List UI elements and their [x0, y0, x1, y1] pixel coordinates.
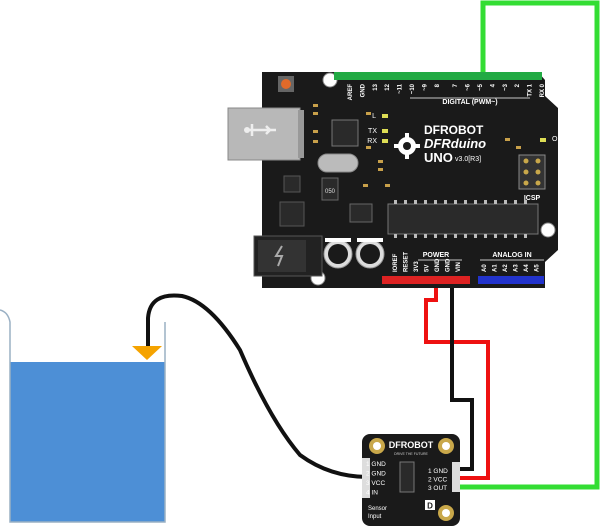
digital-pin-label: ~3 [503, 83, 509, 91]
beaker-outline [0, 309, 166, 523]
sensor-input-pin-label: 3 VCC [366, 480, 385, 487]
icsp-header: ICSP [518, 154, 546, 202]
analog-pin-label: A2 [503, 264, 509, 272]
sensor-corner-mark: D [427, 502, 433, 511]
main-mcu [387, 200, 539, 238]
board-version: v3.0[R3] [455, 156, 481, 163]
digital-pin-label: ~9 [422, 83, 428, 91]
digital-pin-label: 7 [453, 83, 459, 87]
digital-pin-label: 13 [373, 83, 379, 90]
digital-pin-label: 12 [385, 83, 391, 90]
board-model: DFRduino [424, 136, 486, 151]
sensor-input-pin-label: 1 GND [366, 461, 386, 468]
icsp-label: ICSP [524, 195, 541, 202]
led-label-l: L [372, 113, 376, 120]
digital-pin-label: RX 0 [540, 83, 546, 97]
analog-pin-label: A5 [535, 264, 541, 272]
analog-label: ANALOG IN [492, 252, 531, 259]
power-pin-label: VIN [456, 262, 462, 272]
digital-pin-label: TX 1 [528, 83, 534, 96]
beaker [0, 309, 166, 523]
digital-pin-label: 8 [435, 83, 441, 87]
power-pin-label: GND [446, 258, 452, 272]
digital-pin-label: ~11 [398, 83, 404, 94]
analog-header: ANALOG IN [478, 252, 544, 284]
digital-pin-label: ~5 [478, 83, 484, 91]
sensor-brand: DFROBOT [389, 440, 434, 450]
analog-pin-label: A1 [493, 264, 499, 272]
digital-pin-label: ~6 [466, 83, 472, 91]
power-wire [424, 277, 490, 480]
power-label: POWER [423, 252, 449, 259]
digital-header-label: DIGITAL (PWM~) [442, 99, 497, 106]
usb-chip [331, 119, 359, 147]
digital-pin-label: 4 [490, 83, 496, 87]
sensor-caption-1: Sensor [368, 506, 387, 512]
usb-port [227, 107, 304, 161]
status-leds: L TX RX [367, 113, 388, 145]
power-pin-label: IOREF [393, 253, 399, 272]
power-jack [253, 235, 323, 277]
sensor-output-pin-label: 2 VCC [428, 477, 447, 484]
signal-wire [460, 0, 600, 490]
probe-tip [132, 346, 162, 360]
power-pin-label: RESET [404, 252, 410, 272]
water [10, 362, 165, 522]
on-label: ON [552, 136, 563, 143]
board-brand: DFROBOT [424, 123, 484, 137]
sensor-caption-2: Input [368, 514, 382, 520]
sensor-input-pin-label: 4 IN [366, 490, 378, 497]
sensor-input-pin-label: 2 GND [366, 471, 386, 478]
ground-wire [450, 277, 474, 471]
sensor-tagline: DRIVE THE FUTURE [394, 452, 428, 456]
arduino-board: 050 L TX RX [227, 72, 563, 288]
sensor-output-pin-label: 3 OUT [428, 485, 447, 492]
power-pin-label: 3V3 [414, 261, 420, 272]
power-pin-label: GND [435, 258, 441, 272]
power-header: POWER [382, 252, 470, 284]
power-pin-label: 5V [425, 265, 431, 272]
digital-pin-label: 2 [515, 83, 521, 87]
board-logo: DFROBOT DFRduino UNO v3.0[R3] [394, 123, 486, 165]
sensor-output-pin-label: 1 GND [428, 468, 448, 475]
analog-pin-label: A3 [514, 264, 520, 272]
board-variant: UNO [424, 150, 453, 165]
analog-pin-label: A4 [524, 264, 530, 272]
digital-pin-label: AREF [348, 84, 354, 101]
led-label-tx: TX [368, 128, 377, 135]
digital-header: AREF GND 13 12 ~11 ~10 ~9 8 7 ~6 ~5 4 ~3 2 TX 1 RX 0 DI… [334, 72, 546, 106]
sensor-module: DFROBOT DRIVE THE FUTURE 1 GND 2 GND 3 VCC… [362, 434, 460, 526]
led-label-rx: RX [367, 138, 377, 145]
digital-pin-label: ~10 [410, 83, 416, 94]
probe-cable [146, 293, 370, 479]
analog-pin-label: A0 [482, 264, 488, 272]
digital-pin-label: GND [360, 83, 366, 97]
chip-label: 050 [325, 189, 336, 195]
crystal [317, 153, 359, 173]
